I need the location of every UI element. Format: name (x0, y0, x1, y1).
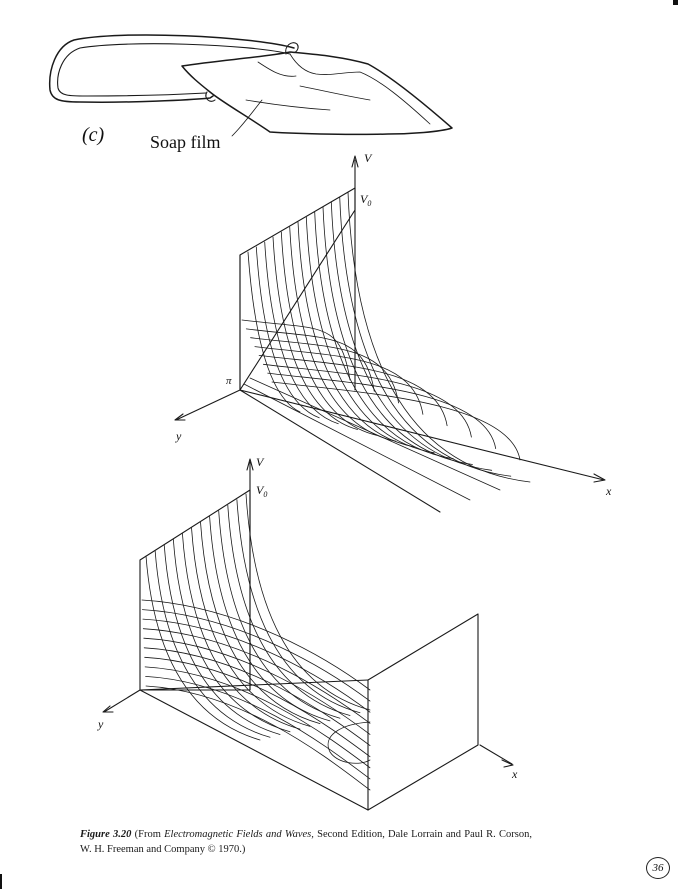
top-surface-contour (241, 319, 351, 381)
bottom-y-arrow (102, 705, 114, 713)
top-x-axis (239, 389, 605, 481)
panel-label-c: (c) (82, 124, 105, 146)
bottom-v0-label: V0 (256, 483, 267, 499)
bottom-v-axis-label: V (256, 455, 265, 469)
top-surface-contour (245, 328, 375, 392)
top-surface-curve (264, 241, 339, 425)
bottom-surface-curve (218, 510, 341, 719)
bottom-back-plate (139, 489, 251, 691)
bottom-surface-curve (163, 544, 281, 735)
top-x-axis-label: x (605, 484, 612, 498)
wire-hook-2 (205, 91, 216, 102)
top-y-axis (175, 389, 241, 421)
caption-text-after: Second Edition, Dale Lorrain and Paul R.… (80, 829, 532, 855)
bottom-surface-curve (191, 527, 311, 727)
caption-text-before: (From (131, 829, 165, 840)
wire-frame-illustration (48, 34, 453, 137)
top-surface-contour (271, 381, 521, 461)
bottom-surface-contour (141, 599, 371, 691)
bottom-surface-curve (245, 493, 371, 711)
bottom-surface-contour (145, 676, 371, 780)
bottom-surface-curve (200, 521, 321, 724)
top-surface-mesh (241, 191, 531, 483)
bottom-surface-curve (145, 555, 261, 741)
top-y-axis-label: y (175, 429, 182, 443)
bottom-surface-contour (142, 618, 371, 713)
top-surface-curve (339, 196, 512, 477)
bottom-y-axis-label: y (97, 717, 104, 731)
top-surface-curve (314, 211, 454, 460)
bottom-surface-contour (144, 656, 371, 758)
top-surface-contour (250, 337, 399, 404)
bottom-base-top (139, 679, 369, 691)
top-surface-curve (255, 246, 320, 419)
page-number: 36 (646, 857, 670, 879)
top-v-arrow (351, 155, 359, 168)
bottom-y-axis (103, 689, 141, 713)
bottom-surface-contour (144, 666, 371, 769)
soap-film-ridge (289, 53, 431, 125)
figure-number: Figure 3.20 (80, 829, 132, 840)
bottom-surface-curve (154, 550, 271, 738)
bottom-x-axis-label: x (511, 767, 518, 781)
top-surface-curve (280, 231, 378, 436)
bottom-x-axis (479, 744, 513, 765)
top-surface-curve (347, 191, 531, 483)
scan-corner-mark (673, 0, 678, 5)
plot-top (174, 155, 606, 513)
top-surface-curve (305, 216, 435, 454)
bottom-surface-mesh (141, 493, 371, 791)
top-base-line-1 (239, 389, 441, 513)
top-v-axis-label: V (364, 151, 373, 165)
top-surface-curve (330, 201, 493, 471)
soap-film-outline (181, 51, 453, 136)
soap-film-fold (257, 61, 297, 77)
bottom-surface-curve (227, 504, 351, 716)
bottom-end-loop (327, 721, 371, 764)
top-v0-label: V0 (360, 192, 371, 208)
bottom-v-arrow (246, 458, 254, 471)
bottom-surface-curve (182, 533, 301, 730)
bottom-x-arrow (501, 759, 514, 768)
bottom-surface-curve (209, 516, 331, 722)
soap-film-fold-3 (245, 99, 331, 111)
bottom-surface-contour (145, 685, 371, 791)
top-surface-curve (289, 226, 397, 442)
top-surface-contour (267, 372, 497, 449)
book-title: Electromagnetic Fields and Waves, (164, 829, 314, 840)
top-base-line-2 (243, 383, 471, 501)
wire-loop-inner (57, 43, 291, 97)
top-surface-contour (254, 346, 424, 415)
soap-film-fold-2 (299, 85, 371, 101)
top-surface-contour (263, 363, 472, 438)
plot-bottom (102, 458, 514, 811)
soap-film-leader (231, 99, 263, 137)
wire-loop-outer (48, 34, 295, 103)
bottom-end-plate (367, 613, 479, 811)
top-surface-curve (247, 251, 301, 413)
bottom-base-front (139, 689, 369, 811)
bottom-surface-contour (142, 628, 371, 724)
top-surface-curve (272, 236, 358, 430)
top-surface-curve (297, 221, 416, 448)
top-x-arrow (593, 473, 606, 483)
top-pi-label: π (226, 375, 232, 387)
soap-film-label: Soap film (150, 132, 221, 152)
scan-edge-mark (0, 874, 2, 889)
figure-caption: Figure 3.20 (From Electromagnetic Fields… (80, 827, 532, 857)
bottom-surface-contour (143, 647, 371, 746)
top-y-arrow (174, 413, 186, 421)
bottom-surface-contour (142, 609, 371, 702)
top-surface-curve (322, 206, 473, 465)
bottom-surface-contour (143, 637, 371, 735)
